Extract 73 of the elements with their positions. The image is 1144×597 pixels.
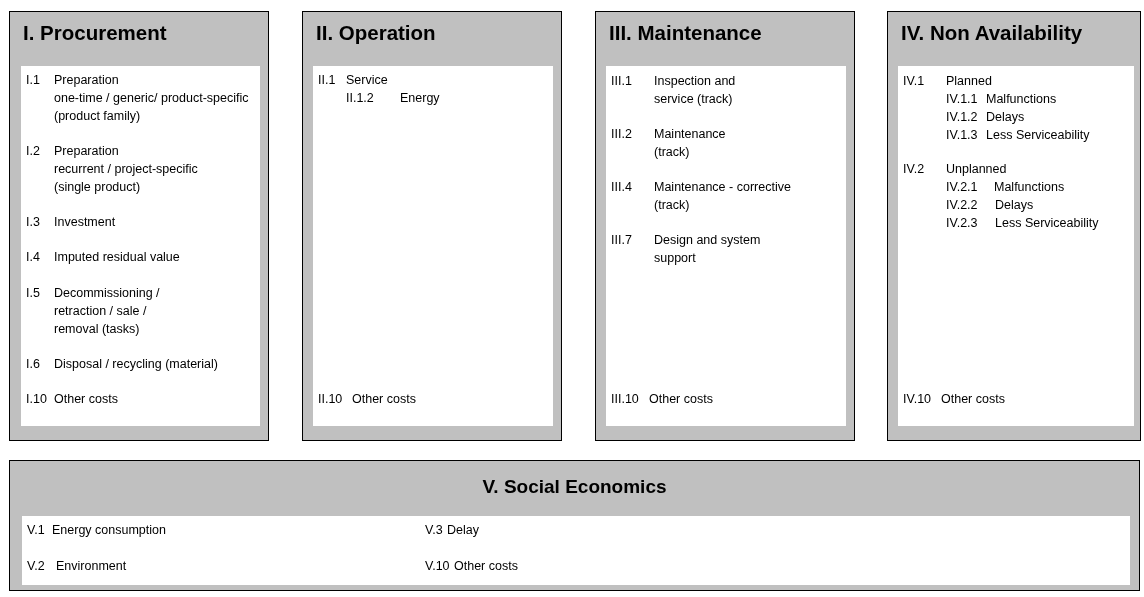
item-text: Design and system support — [654, 232, 762, 267]
item-text: Decommissioning / retraction / sale / removal (tasks) — [54, 285, 161, 338]
item-number: III.7 — [611, 232, 632, 249]
panel-heading: III. Maintenance — [609, 20, 762, 46]
item-number: III.4 — [611, 179, 632, 196]
item-list-box — [606, 66, 846, 426]
item-text: Disposal / recycling (material) — [54, 356, 218, 373]
item-list-box — [21, 66, 260, 426]
item-text: Investment — [54, 214, 116, 231]
item-text: Delays — [995, 197, 1034, 214]
item-number: IV.2.2 — [946, 197, 978, 214]
item-text: Planned — [946, 73, 992, 90]
item-number: IV.1.3 — [946, 127, 978, 144]
panel-heading: II. Operation — [316, 20, 436, 46]
category-band — [9, 460, 1140, 591]
item-number: IV.1.2 — [946, 109, 978, 126]
item-text: Service — [346, 72, 388, 89]
item-list-box — [22, 516, 1130, 585]
item-list-box — [313, 66, 553, 426]
item-text: recurrent / project-specific (single product) — [54, 161, 199, 196]
item-text: I.2 — [26, 143, 40, 160]
item-text: Environment — [56, 558, 127, 575]
item-number: II.1.2 — [346, 90, 374, 107]
panel-heading: I. Procurement — [23, 20, 167, 46]
item-number: III.2 — [611, 126, 632, 143]
category-panel — [595, 11, 855, 441]
item-text: Malfunctions — [986, 91, 1057, 108]
item-text: Other costs — [54, 391, 118, 408]
item-text: Energy — [400, 90, 440, 107]
item-text: Less Serviceability — [986, 127, 1090, 144]
item-text: Maintenance - corrective (track) — [654, 179, 792, 214]
item-number: V.1 — [27, 522, 45, 539]
item-number: I.1 — [26, 72, 40, 89]
item-text: Delays — [986, 109, 1025, 126]
panel-heading: V. Social Economics — [481, 475, 668, 499]
item-text: Malfunctions — [994, 179, 1065, 196]
item-number: II.1 — [318, 72, 336, 89]
item-number: IV.10 — [903, 391, 932, 408]
item-text: Other costs — [352, 391, 416, 408]
item-text: Unplanned — [946, 161, 1007, 178]
item-number: I.10 — [26, 391, 47, 408]
item-number: I.6 — [26, 356, 40, 373]
item-text: Other costs — [941, 391, 1005, 408]
item-text: Inspection and service (track) — [654, 73, 737, 108]
item-number: III.1 — [611, 73, 632, 90]
item-number: IV.2.1 — [946, 179, 978, 196]
item-text: Delay — [447, 522, 479, 539]
item-list-box — [898, 66, 1134, 426]
item-text: Preparation — [54, 72, 119, 89]
item-text: Less Serviceability — [995, 215, 1099, 232]
item-text: Energy consumption — [52, 522, 166, 539]
item-number: Preparation — [54, 143, 119, 160]
item-number: IV.2 — [903, 161, 925, 178]
item-number: I.3 — [26, 214, 40, 231]
item-number: I.4 — [26, 249, 40, 266]
item-number: I.5 — [26, 285, 40, 302]
panel-heading: IV. Non Availability — [901, 20, 1083, 46]
item-text: Other costs — [649, 391, 713, 408]
item-number: III.10 — [611, 391, 639, 408]
category-panel — [9, 11, 269, 441]
item-number: V.3 — [425, 522, 443, 539]
category-panel — [887, 11, 1141, 441]
item-number: IV.1.1 — [946, 91, 978, 108]
item-number: V.10 — [425, 558, 450, 575]
item-number: IV.1 — [903, 73, 925, 90]
item-text: Maintenance (track) — [654, 126, 727, 161]
item-text: Imputed residual value — [54, 249, 180, 266]
item-number: V.2 — [27, 558, 45, 575]
category-panel — [302, 11, 562, 441]
item-number: IV.2.3 — [946, 215, 978, 232]
item-text: Other costs — [454, 558, 518, 575]
item-number: II.10 — [318, 391, 343, 408]
item-number: one-time / generic/ product-specific (product family) — [54, 90, 249, 125]
